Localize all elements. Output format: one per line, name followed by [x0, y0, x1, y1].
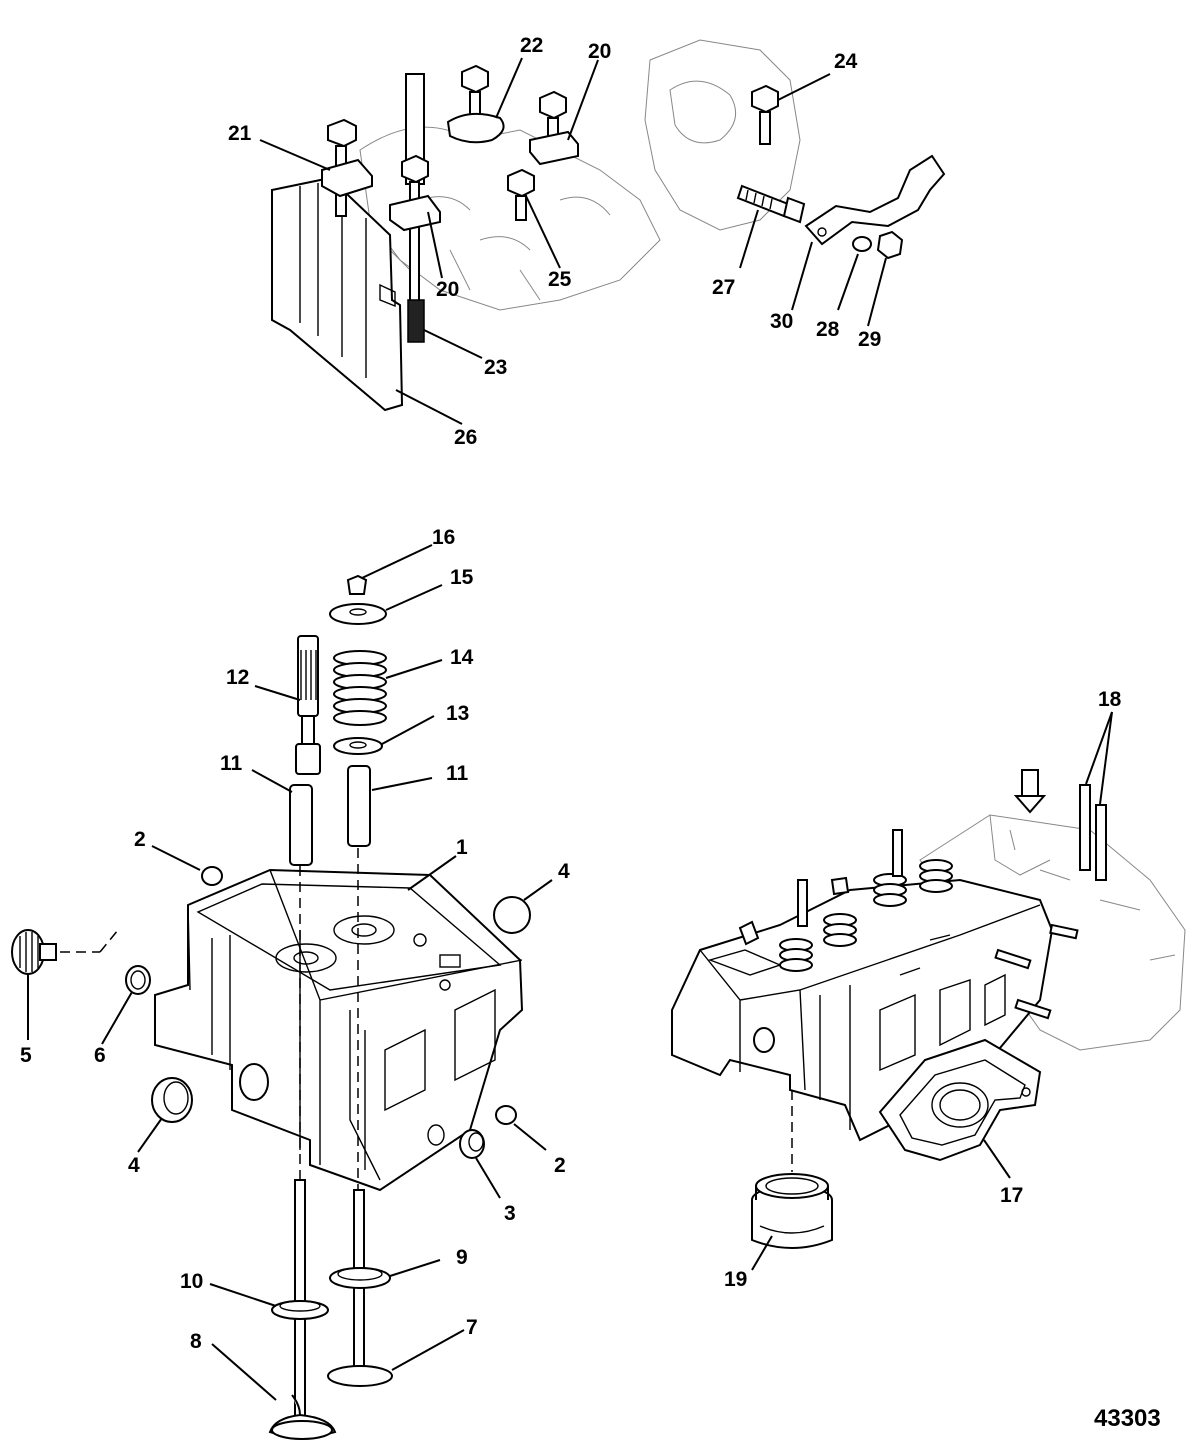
callout-11: 11: [446, 762, 469, 785]
bolt-22-clamp: [446, 64, 505, 144]
nut-29: [876, 230, 904, 260]
callout-2: 2: [554, 1154, 566, 1177]
callout-10: 10: [180, 1270, 203, 1293]
callout-28: 28: [816, 318, 840, 341]
spring-retainer-15: [329, 603, 387, 625]
head-gasket-17: [878, 1038, 1042, 1162]
valve-guide-11a: [289, 784, 313, 866]
cup-plug-4b: [151, 1077, 193, 1123]
cylinder-head-installed: [671, 769, 1186, 1249]
callout-22: 22: [520, 34, 543, 57]
callout-30: 30: [770, 310, 793, 333]
callout-20: 20: [436, 278, 459, 301]
figure-number: 43303: [1094, 1405, 1161, 1432]
callout-27: 27: [712, 276, 735, 299]
callout-15: 15: [450, 566, 474, 589]
valve-spring-14: [333, 650, 387, 726]
bolt-21: [321, 118, 373, 217]
bolt-20-lower: [389, 154, 441, 343]
valve-keeper-16: [346, 574, 368, 595]
callout-1: 1: [456, 836, 468, 859]
callout-11: 11: [220, 752, 243, 775]
callout-9: 9: [456, 1246, 468, 1269]
top-leader-lines: [259, 57, 887, 425]
callout-6: 6: [94, 1044, 106, 1067]
tappet-12: [295, 635, 321, 775]
callout-12: 12: [226, 666, 249, 689]
installed-valve-springs: [779, 859, 953, 972]
callout-20: 20: [588, 40, 611, 63]
callout-3: 3: [504, 1202, 516, 1225]
callout-5: 5: [20, 1044, 32, 1067]
callout-labels: 22 20 24 21 20 25 27 30 28 29 23 26 16 1…: [20, 34, 1122, 1353]
cylinder-head-1: [154, 868, 524, 1192]
callout-14: 14: [450, 646, 474, 669]
callout-26: 26: [454, 426, 477, 449]
sensor-27: [736, 184, 806, 224]
callout-21: 21: [228, 122, 252, 145]
callout-25: 25: [548, 268, 572, 291]
callout-19: 19: [724, 1268, 747, 1291]
spring-seat-13: [333, 737, 383, 755]
bolt-24: [751, 84, 779, 145]
cylinder-head-exploded: [11, 574, 531, 1440]
plug-2b: [495, 1105, 517, 1125]
washer-28: [852, 236, 872, 252]
callout-13: 13: [446, 702, 469, 725]
callout-16: 16: [432, 526, 455, 549]
seal-6: [125, 965, 151, 995]
callout-23: 23: [484, 356, 507, 379]
bolt-20-upper: [529, 90, 579, 166]
callout-29: 29: [858, 328, 881, 351]
callout-8: 8: [190, 1330, 202, 1353]
arrow-down-icon: [1013, 769, 1047, 814]
callout-2: 2: [134, 828, 146, 851]
cup-plug-4a: [493, 896, 531, 934]
valve-seal-9: [329, 1267, 391, 1289]
stud-18b: [1095, 804, 1107, 881]
plug-2a: [201, 866, 223, 886]
injector-sleeve-19: [751, 1173, 833, 1249]
callout-4: 4: [558, 860, 570, 883]
sleeve-3: [459, 1129, 485, 1159]
plug-5: [11, 929, 57, 975]
right-leader-lines: [751, 711, 1113, 1271]
callout-7: 7: [466, 1316, 478, 1339]
callout-24: 24: [834, 50, 858, 73]
stud-18a: [1079, 784, 1091, 871]
bolt-25: [507, 168, 535, 221]
left-leader-lines: [27, 544, 553, 1401]
callout-17: 17: [1000, 1184, 1023, 1207]
callout-18: 18: [1098, 688, 1122, 711]
valve-guide-11b: [347, 765, 371, 847]
bracket-30: [804, 154, 946, 246]
cover-plate: [271, 176, 404, 412]
valve-seal-10: [271, 1300, 329, 1320]
top-assembly-illustration: [271, 39, 946, 412]
callout-4: 4: [128, 1154, 140, 1177]
